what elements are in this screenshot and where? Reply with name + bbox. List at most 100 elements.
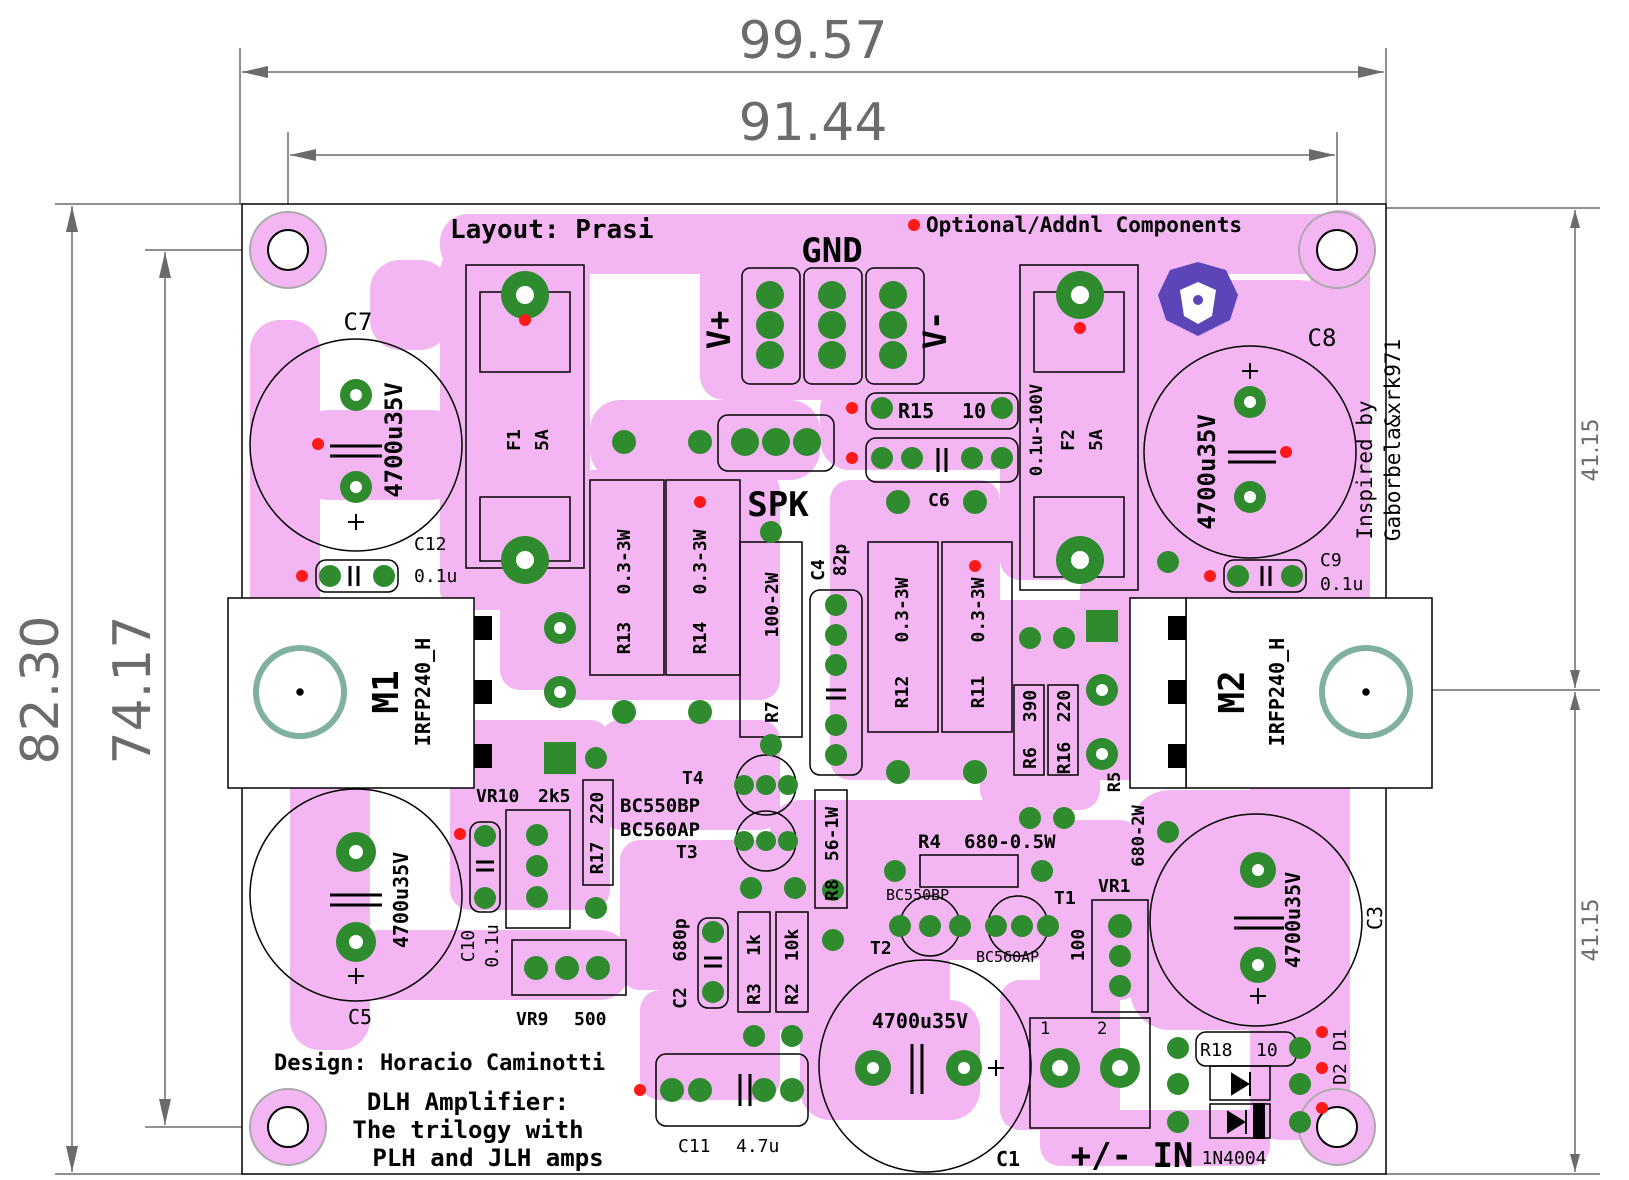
c10-outline (469, 821, 501, 913)
c4-value: 82p (830, 544, 851, 577)
c1-outline (818, 959, 1032, 1173)
inspired-line2: Gaborbela&xrk971 (1381, 339, 1405, 541)
c2-outline (697, 917, 729, 1009)
r6-ref: R6 (1020, 747, 1041, 769)
r18-ref: R18 (1200, 1040, 1233, 1061)
c4-ref: C4 (808, 559, 829, 581)
c5-ref: C5 (348, 1005, 372, 1029)
mounting-hole-br (1298, 1088, 1376, 1166)
r8-value: 56-1W (822, 807, 843, 861)
c3-ref: C3 (1363, 906, 1387, 930)
r4-value: 680-0.5W (964, 831, 1056, 853)
c3-value: 4700u35V (1281, 872, 1305, 968)
c5-outline (249, 788, 463, 1002)
r15-ref: R15 (898, 399, 934, 423)
gnd-label: GND (801, 231, 862, 271)
d1-outline (1209, 1103, 1271, 1139)
t1-type: BC560AP (976, 948, 1039, 966)
c11-outline (655, 1053, 809, 1127)
d2-outline (1209, 1065, 1271, 1101)
r11-ref: R11 (968, 676, 989, 709)
diode-symbols (1227, 1072, 1265, 1139)
t3-ref: T3 (676, 842, 698, 863)
r11-outline (941, 541, 1013, 733)
title-line3: PLH and JLH amps (372, 1144, 603, 1172)
dimension-lines (55, 48, 1600, 1175)
mounting-holes (249, 211, 1376, 1166)
vminus-label: V- (916, 311, 954, 350)
r17-outline (582, 779, 614, 886)
r7-value: 100-2W (762, 572, 783, 637)
vr10-outline (505, 809, 571, 929)
c10-ref: C10 (458, 930, 479, 963)
c12-ref: C12 (414, 534, 447, 555)
t3-type: BC560AP (620, 819, 700, 841)
r18-value: 10 (1256, 1040, 1278, 1061)
r5-value: 680-2W (1129, 805, 1149, 867)
t4-type: BC550BP (620, 795, 700, 817)
f1-value: 5A (532, 429, 553, 451)
dim-upper-half: 41.15 (1579, 419, 1604, 482)
r11-value: 0.3-3W (968, 577, 989, 642)
c8-outline (1143, 345, 1357, 559)
c7-value: 4700u35V (380, 382, 408, 498)
mounting-hole-tl (249, 211, 327, 289)
dim-hole-span-height: 74.17 (103, 616, 163, 765)
vr9-value: 500 (574, 1009, 607, 1030)
f2-ref: F2 (1058, 429, 1079, 451)
c7-outline (249, 338, 463, 552)
conn-pin1: 1 (1040, 1019, 1050, 1039)
c12-value: 0.1u (414, 566, 457, 587)
r2-value: 10k (782, 929, 803, 962)
c1-value: 4700u35V (872, 1009, 968, 1033)
r15-outline (865, 392, 1019, 430)
r17-value: 220 (587, 792, 608, 825)
r14-value: 0.3-3W (690, 529, 711, 594)
r13-value: 0.3-3W (614, 529, 635, 594)
vr1-value: 100 (1068, 929, 1089, 962)
r16-outline (1047, 684, 1079, 776)
board-text: Layout: Prasi Optional/Addnl Components … (274, 213, 1405, 1176)
c7-ref: C7 (344, 308, 373, 336)
d1-ref: D1 (1330, 1029, 1351, 1051)
mosfet-tabs (474, 616, 1186, 768)
r8-ref: R8 (822, 879, 843, 901)
gnd-block-2 (803, 267, 863, 385)
r7-ref: R7 (762, 701, 783, 723)
r15-value: 10 (962, 399, 986, 423)
c8-ref: C8 (1308, 324, 1337, 352)
dimension-arrows (66, 66, 1580, 1172)
vr10-ref: VR10 (476, 786, 519, 807)
c8-value: 4700u35V (1193, 414, 1221, 530)
vplus-label: V+ (700, 311, 738, 350)
r6-value: 390 (1020, 690, 1041, 723)
d2-ref: D2 (1330, 1063, 1351, 1085)
vr10-value: 2k5 (538, 786, 571, 807)
title-line1: DLH Amplifier: (367, 1088, 569, 1116)
r17-ref: R17 (587, 842, 608, 875)
m1-value: IRFP240_H (411, 638, 435, 746)
r12-value: 0.3-3W (892, 577, 913, 642)
t4-ref: T4 (682, 768, 704, 789)
spk-outline (717, 414, 835, 472)
f1-ref: F1 (504, 429, 525, 451)
r3-outline (737, 911, 771, 1013)
c11-value: 4.7u (736, 1136, 779, 1157)
diode-value: 1N4004 (1201, 1148, 1266, 1169)
pad-holes (349, 286, 1264, 1076)
c4-outline (809, 589, 863, 776)
input-label: +/- IN (1071, 1136, 1194, 1176)
polarity-marks (348, 363, 1266, 1076)
c1-ref: C1 (996, 1147, 1020, 1171)
conn-pin2: 2 (1097, 1019, 1107, 1039)
c2-ref: C2 (670, 987, 691, 1009)
c3-outline (1149, 813, 1363, 1027)
m2-ref: M2 (1212, 670, 1253, 713)
c6-value: 0.1u-100V (1027, 384, 1047, 476)
r12-ref: R12 (892, 676, 913, 709)
component-labels: C7 4700u35V C8 4700u35V C5 4700u35V C3 4… (344, 308, 1387, 1171)
r2-ref: R2 (782, 983, 803, 1005)
f2-outline (1019, 264, 1139, 591)
r8-outline (814, 789, 848, 909)
layout-credit: Layout: Prasi (450, 215, 654, 245)
